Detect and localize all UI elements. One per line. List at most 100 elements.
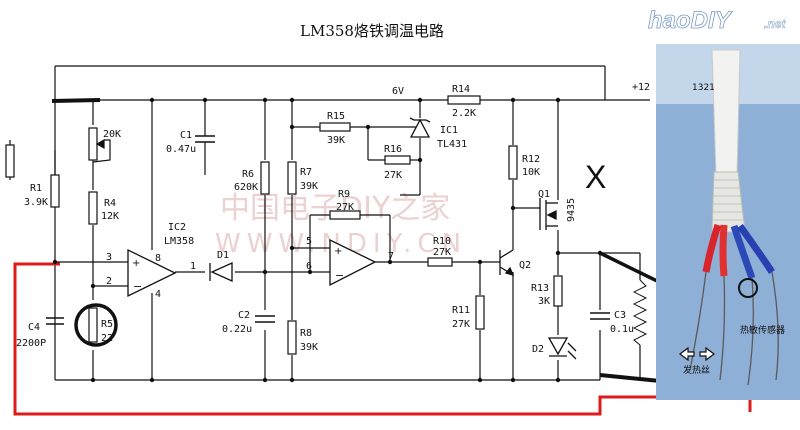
pin-6: 6 — [306, 261, 312, 272]
opamp-ic2: + − — [127, 248, 177, 298]
resistor-r12 — [508, 145, 518, 180]
pin-1: 1 — [190, 261, 196, 272]
pin-5: 5 — [306, 236, 312, 247]
photo-number: 1321 — [692, 83, 715, 93]
label-c1-name: C1 — [180, 130, 192, 141]
watermark-line1: 中国电子DIY之家 — [220, 191, 450, 226]
heater-label: 发热丝 — [683, 364, 710, 376]
svg-text:+: + — [132, 258, 140, 269]
capacitor-c3 — [590, 312, 610, 320]
label-r15-name: R15 — [327, 111, 345, 122]
label-r7-value: 39K — [300, 181, 318, 192]
cross-mark: X — [585, 159, 606, 195]
resistor-r1 — [50, 174, 60, 208]
label-r14-value: 2.2K — [452, 108, 476, 119]
capacitors — [46, 130, 610, 325]
label-c4-name: C4 — [28, 322, 40, 333]
resistor-left-stray — [5, 144, 15, 178]
label-r6-name: R6 — [242, 169, 254, 180]
svg-text:+: + — [334, 246, 342, 257]
label-r5-name: R5 — [101, 319, 113, 330]
label-r16-value: 27K — [384, 170, 402, 181]
logo-suffix: .net — [764, 17, 786, 31]
soldering-iron-photo: 1321 热敏传感器 发热丝 — [656, 44, 800, 400]
label-c4-value: 2200P — [16, 338, 46, 349]
site-logo: haoDIY .net — [648, 7, 787, 35]
sensor-circle-mark — [738, 278, 758, 298]
label-c1-value: 0.47u — [166, 144, 196, 155]
label-q1-part: 9435 — [566, 198, 577, 222]
label-r1-name: R1 — [30, 183, 42, 194]
label-r9-value: 27K — [336, 202, 354, 213]
label-r1-value: 3.9K — [24, 197, 48, 208]
resistor-r9 — [329, 210, 361, 220]
label-ic2-value: LM358 — [164, 236, 194, 247]
label-d2-name: D2 — [532, 344, 544, 355]
component-labels: R1 3.9K 20K R4 12K R5 22 C4 2200P C1 0.4… — [16, 82, 650, 355]
label-r8-name: R8 — [300, 328, 312, 339]
label-r7-name: R7 — [300, 167, 312, 178]
label-r4-name: R4 — [104, 198, 116, 209]
label-pot-value: 20K — [103, 129, 121, 140]
capacitor-c1 — [195, 130, 215, 150]
label-6v: 6V — [392, 86, 404, 97]
thick-black-mark-top — [51, 98, 101, 103]
label-c2-value: 0.22u — [222, 324, 252, 335]
label-r6-value: 620K — [234, 182, 258, 193]
pin-8: 8 — [155, 253, 161, 264]
resistor-r6 — [260, 161, 270, 195]
pin-4: 4 — [155, 289, 161, 300]
diode-d1 — [209, 261, 233, 283]
resistor-r15 — [319, 122, 351, 132]
r5-highlight-circle — [74, 303, 118, 347]
label-r10-name: R10 — [433, 236, 451, 247]
label-r10-value: 27K — [433, 247, 451, 258]
label-r11-value: 27K — [452, 319, 470, 330]
label-r4-value: 12K — [101, 211, 119, 222]
label-c3-value: 0.1u — [610, 324, 634, 335]
capacitor-c2 — [255, 315, 275, 323]
label-r16-name: R16 — [384, 144, 402, 155]
label-r12-value: 10K — [522, 167, 540, 178]
label-ic2-name: IC2 — [168, 222, 186, 233]
capacitor-c4 — [46, 317, 64, 325]
label-r13-name: R13 — [531, 283, 549, 294]
label-q1-name: Q1 — [538, 189, 550, 200]
label-r9-name: R9 — [338, 189, 350, 200]
heater-arrows — [679, 346, 715, 362]
svg-text:−: − — [335, 269, 344, 282]
junction-dots — [52, 97, 603, 383]
resistor-r14 — [447, 95, 481, 105]
resistor-r7 — [287, 161, 297, 195]
resistor-r16 — [384, 155, 411, 165]
label-ic1-value: TL431 — [437, 139, 467, 150]
transistor-q1 — [539, 198, 558, 230]
label-ic1-name: IC1 — [440, 125, 458, 136]
label-r15-value: 39K — [327, 135, 345, 146]
pin-3: 3 — [106, 252, 112, 263]
label-r5-value: 22 — [101, 333, 113, 344]
label-r11-name: R11 — [452, 305, 470, 316]
label-c3-name: C3 — [614, 310, 626, 321]
led-d2 — [547, 337, 577, 360]
schematic-title: LM358烙铁调温电路 — [300, 22, 444, 40]
resistors — [5, 95, 563, 355]
logo-text: haoDIY — [648, 7, 733, 34]
pin-7: 7 — [388, 251, 394, 262]
label-c2-name: C2 — [238, 310, 250, 321]
label-r12-name: R12 — [522, 154, 540, 165]
resistor-r8 — [287, 320, 297, 355]
heater-coil — [632, 279, 648, 346]
transistor-q2 — [499, 249, 515, 277]
pot-wiper — [92, 138, 111, 163]
label-q2-name: Q2 — [519, 260, 531, 271]
label-plus12: +12 — [632, 82, 650, 93]
resistor-r5 — [88, 307, 98, 343]
svg-text:−: − — [133, 280, 142, 293]
label-d1-name: D1 — [217, 250, 229, 261]
label-r8-value: 39K — [300, 342, 318, 353]
label-r13-value: 3K — [538, 296, 550, 307]
resistor-r13 — [553, 275, 563, 307]
pin-2: 2 — [106, 276, 112, 287]
